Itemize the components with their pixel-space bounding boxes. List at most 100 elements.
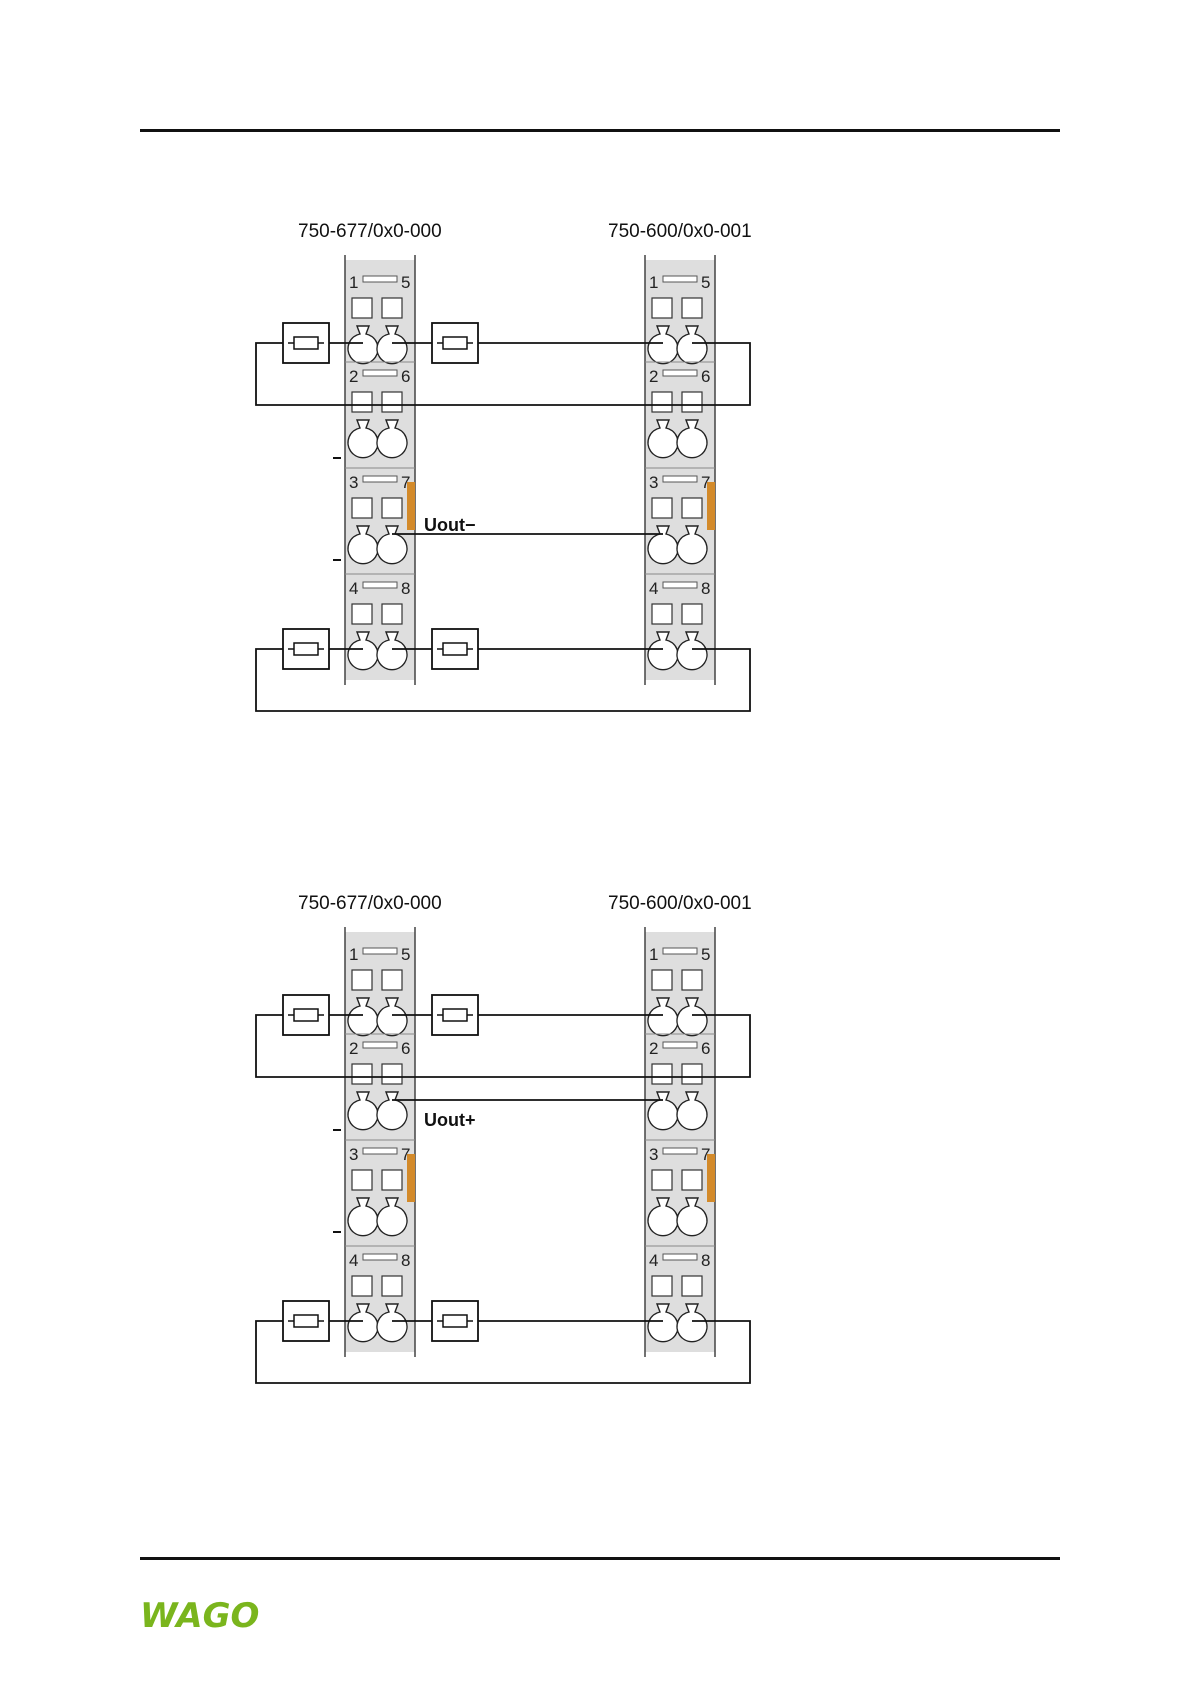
label-slot: [663, 948, 697, 954]
terminal-number: 3: [349, 1145, 358, 1164]
resistor: [432, 995, 478, 1035]
resistor: [283, 629, 329, 669]
resistor-symbol: [294, 1009, 318, 1021]
terminal-number: 4: [349, 579, 358, 598]
terminal-number: 2: [649, 367, 658, 386]
diagram-svg: 750-677/0x0-000750-600/0x0-0011526374815…: [0, 200, 1191, 760]
push-button-slot: [382, 498, 402, 518]
terminal-number: 5: [401, 945, 410, 964]
left-module-title: 750-677/0x0-000: [298, 893, 442, 914]
left-module-title: 750-677/0x0-000: [298, 221, 442, 242]
label-slot: [363, 1042, 397, 1048]
resistor-symbol: [443, 1009, 467, 1021]
push-button-slot: [652, 604, 672, 624]
terminal-number: 4: [649, 579, 658, 598]
terminal-number: 5: [401, 273, 410, 292]
label-slot: [363, 276, 397, 282]
push-button-slot: [382, 1170, 402, 1190]
label-slot: [363, 1148, 397, 1154]
header-rule: [140, 129, 1060, 132]
push-button-slot: [652, 498, 672, 518]
terminal-number: 1: [649, 273, 658, 292]
terminal-number: 6: [401, 367, 410, 386]
push-button-slot: [352, 604, 372, 624]
resistor: [283, 1301, 329, 1341]
push-button-slot: [352, 1276, 372, 1296]
push-button-slot: [652, 1170, 672, 1190]
resistor-symbol: [443, 337, 467, 349]
resistor: [283, 323, 329, 363]
label-slot: [663, 276, 697, 282]
footer-rule: [140, 1557, 1060, 1560]
push-button-slot: [352, 298, 372, 318]
terminal-number: 8: [701, 1251, 710, 1270]
terminal-number: 2: [349, 1039, 358, 1058]
terminal-number: 2: [349, 367, 358, 386]
right-module-title: 750-600/0x0-001: [608, 221, 752, 242]
terminal-number: 3: [649, 473, 658, 492]
right-module-title: 750-600/0x0-001: [608, 893, 752, 914]
push-button-slot: [382, 970, 402, 990]
push-button-slot: [682, 1170, 702, 1190]
led-marker: [707, 482, 715, 530]
push-button-slot: [352, 1064, 372, 1084]
push-button-slot: [652, 970, 672, 990]
push-button-slot: [652, 1276, 672, 1296]
right-module: 15263748: [645, 255, 715, 685]
push-button-slot: [682, 1064, 702, 1084]
label-slot: [663, 1254, 697, 1260]
label-slot: [663, 1148, 697, 1154]
terminal-number: 1: [349, 273, 358, 292]
label-slot: [363, 582, 397, 588]
push-button-slot: [652, 392, 672, 412]
led-marker: [407, 482, 415, 530]
label-slot: [363, 370, 397, 376]
terminal-number: 6: [401, 1039, 410, 1058]
output-label: Uout−: [424, 515, 476, 535]
resistor: [283, 995, 329, 1035]
resistor-symbol: [443, 1315, 467, 1327]
terminal-number: 1: [649, 945, 658, 964]
terminal-number: 3: [349, 473, 358, 492]
push-button-slot: [382, 392, 402, 412]
led-marker: [707, 1154, 715, 1202]
wago-logo: WAGO: [140, 1595, 260, 1640]
push-button-slot: [352, 1170, 372, 1190]
label-slot: [663, 370, 697, 376]
push-button-slot: [382, 298, 402, 318]
label-slot: [663, 1042, 697, 1048]
push-button-slot: [682, 1276, 702, 1296]
resistor-symbol: [294, 643, 318, 655]
push-button-slot: [652, 298, 672, 318]
terminal-number: 1: [349, 945, 358, 964]
push-button-slot: [352, 498, 372, 518]
push-button-slot: [652, 1064, 672, 1084]
push-button-slot: [682, 392, 702, 412]
label-slot: [663, 476, 697, 482]
push-button-slot: [682, 970, 702, 990]
terminal-number: 5: [701, 273, 710, 292]
terminal-number: 8: [701, 579, 710, 598]
terminal-number: 5: [701, 945, 710, 964]
terminal-number: 3: [649, 1145, 658, 1164]
resistor-symbol: [294, 1315, 318, 1327]
terminal-number: 4: [649, 1251, 658, 1270]
resistor-symbol: [294, 337, 318, 349]
resistor: [432, 1301, 478, 1341]
terminal-number: 6: [701, 1039, 710, 1058]
push-button-slot: [352, 970, 372, 990]
label-slot: [363, 476, 397, 482]
resistor-symbol: [443, 643, 467, 655]
right-module: 15263748: [645, 927, 715, 1357]
label-slot: [363, 948, 397, 954]
push-button-slot: [382, 604, 402, 624]
push-button-slot: [682, 298, 702, 318]
terminal-number: 6: [701, 367, 710, 386]
push-button-slot: [382, 1064, 402, 1084]
push-button-slot: [682, 604, 702, 624]
push-button-slot: [352, 392, 372, 412]
terminal-number: 8: [401, 579, 410, 598]
push-button-slot: [682, 498, 702, 518]
